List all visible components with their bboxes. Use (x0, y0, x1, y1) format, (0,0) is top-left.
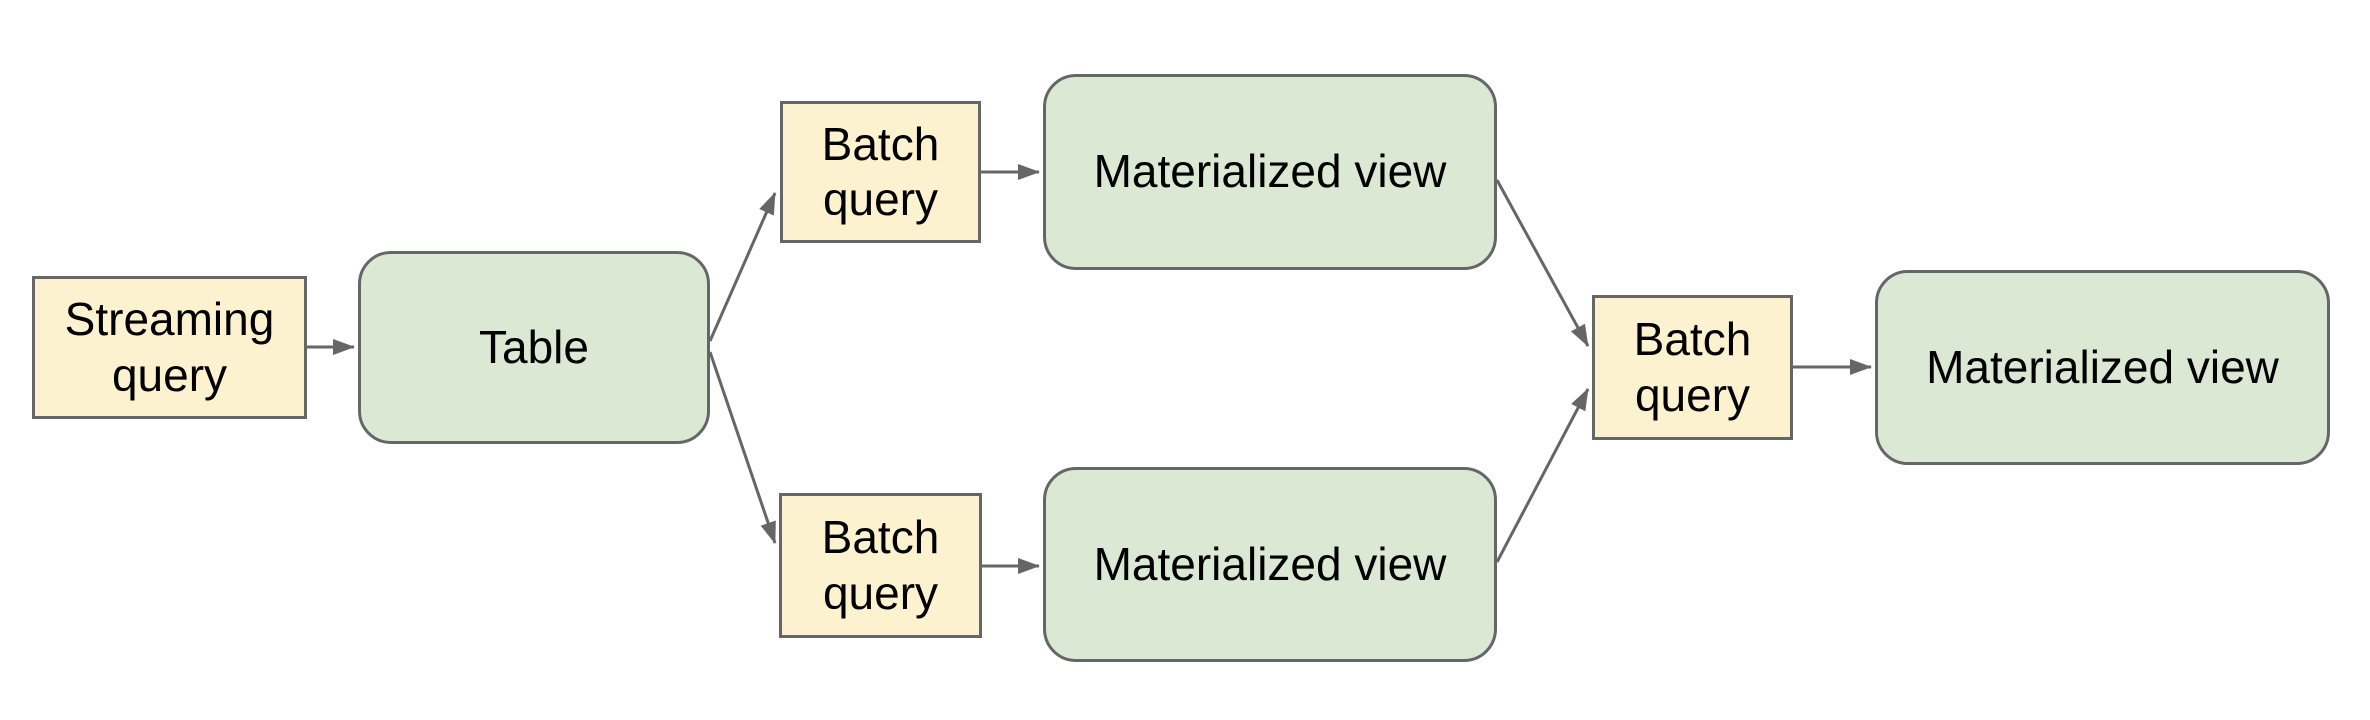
node-table-label: Table (479, 320, 589, 373)
node-batch-query-bottom-label: Batch query (821, 511, 940, 619)
node-materialized-view-final-label: Materialized view (1926, 340, 2279, 393)
node-materialized-view-bottom: Materialized view (1043, 467, 1497, 662)
node-materialized-view-top: Materialized view (1043, 74, 1497, 270)
edge-mv-bottom-to-batch-query-right (1495, 388, 1590, 563)
node-table: Table (358, 251, 710, 444)
node-streaming-query: Streaming query (32, 276, 307, 419)
node-streaming-query-label: Streaming query (64, 293, 275, 401)
node-batch-query-top-label: Batch query (821, 117, 940, 225)
node-materialized-view-bottom-label: Materialized view (1093, 537, 1447, 590)
node-batch-query-right: Batch query (1592, 295, 1793, 440)
edge-table-to-batch-query-bottom (708, 351, 777, 544)
edge-mv-top-to-batch-query-right (1495, 179, 1590, 347)
edge-table-to-batch-query-top (708, 192, 777, 342)
node-materialized-view-top-label: Materialized view (1093, 145, 1447, 198)
node-batch-query-top: Batch query (780, 101, 981, 243)
node-batch-query-right-label: Batch query (1633, 313, 1752, 421)
node-materialized-view-final: Materialized view (1875, 270, 2330, 465)
node-batch-query-bottom: Batch query (779, 493, 982, 638)
